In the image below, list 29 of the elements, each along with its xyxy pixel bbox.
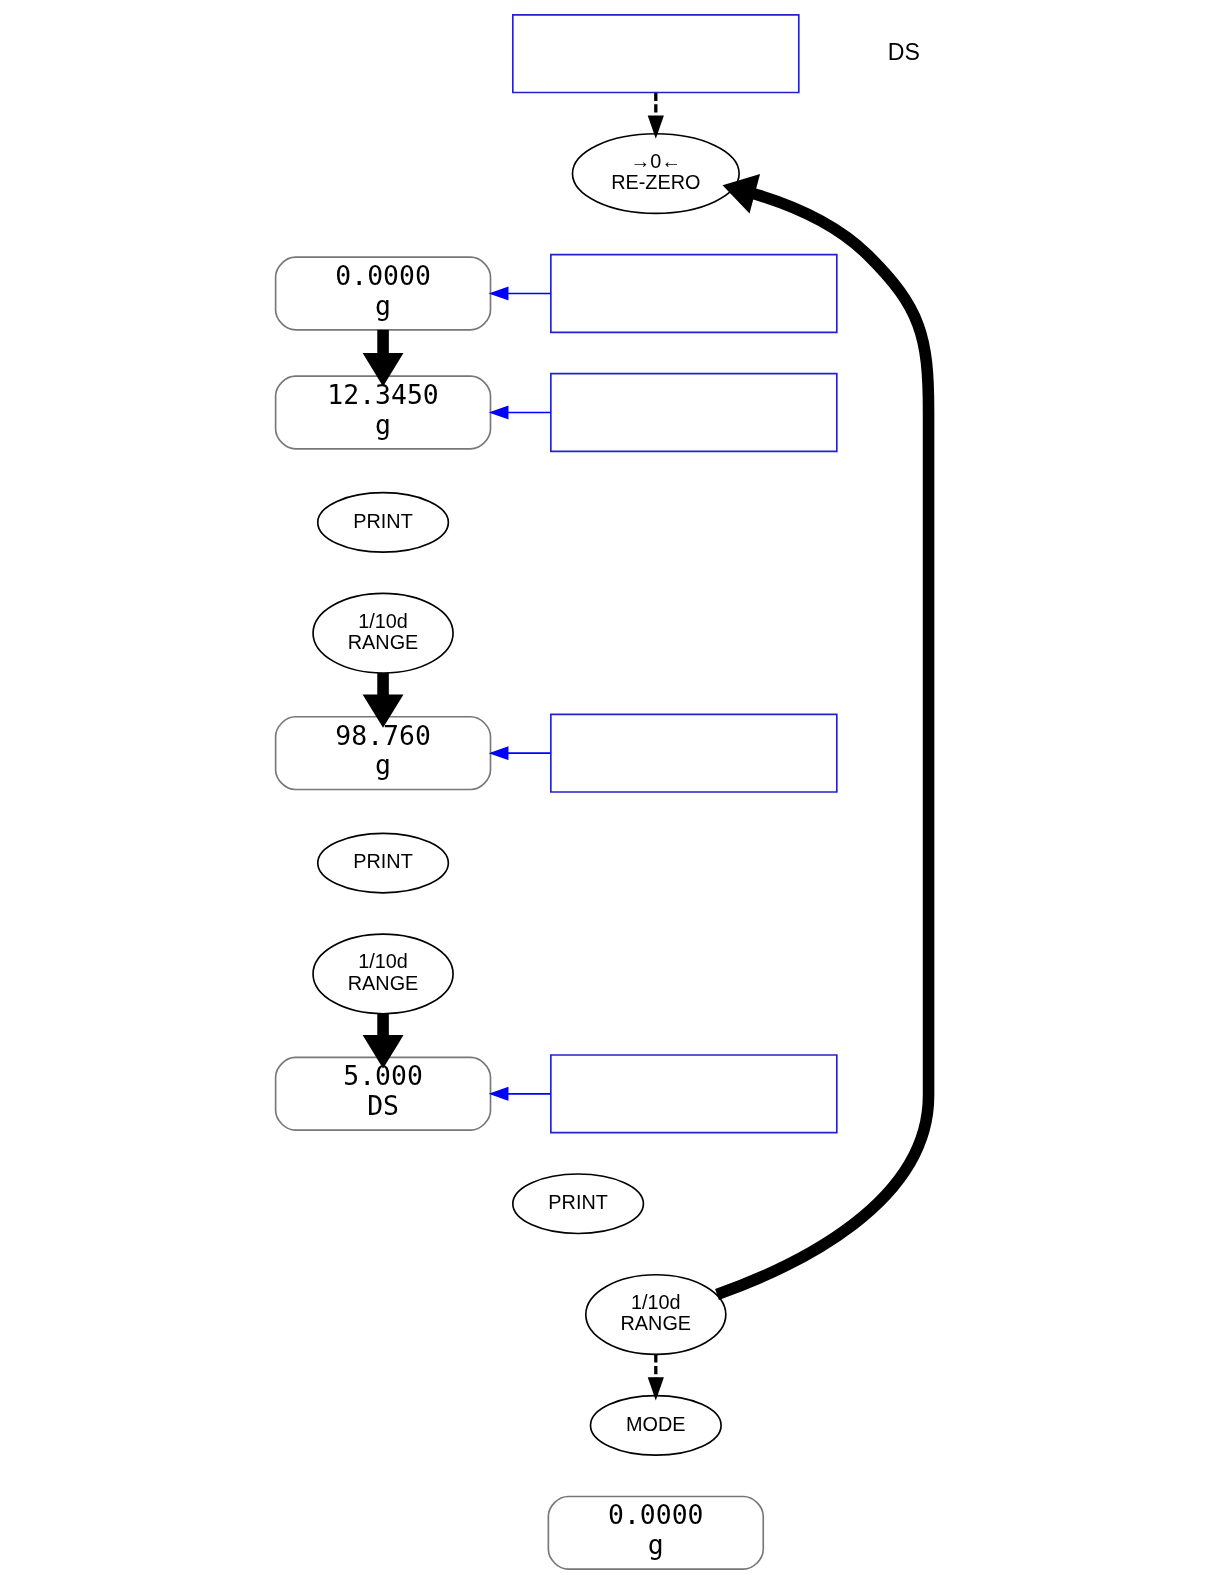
node-box: 5.000 DS — [274, 1056, 492, 1131]
node-box: 12.3450 g — [274, 375, 492, 450]
arrow — [488, 1086, 552, 1101]
arrow — [647, 1354, 664, 1401]
node-box — [550, 372, 838, 453]
label: DS — [887, 38, 920, 65]
node-ellipse: →0← RE-ZERO — [571, 132, 740, 215]
node-ellipse: PRINT — [316, 491, 450, 553]
node-ellipse: 1/10d RANGE — [584, 1273, 727, 1356]
node-box — [512, 14, 800, 94]
node-box: 0.0000 g — [547, 1495, 765, 1570]
node-ellipse: PRINT — [316, 832, 450, 894]
arrow — [362, 329, 404, 387]
node-box — [550, 253, 838, 334]
node-box — [550, 713, 838, 793]
arrow — [362, 1013, 404, 1069]
node-ellipse: PRINT — [512, 1173, 645, 1235]
node-box: 0.0000 g — [274, 256, 492, 331]
arrow — [488, 405, 552, 420]
node-ellipse: 1/10d RANGE — [312, 592, 454, 674]
node-box: 98.760 g — [274, 715, 492, 791]
node-ellipse: 1/10d RANGE — [312, 933, 454, 1015]
node-ellipse: MODE — [589, 1394, 722, 1456]
arrow — [647, 92, 664, 139]
arrow — [715, 174, 935, 1300]
arrow — [362, 673, 404, 728]
node-box — [550, 1054, 838, 1134]
arrow — [488, 746, 552, 761]
arrow — [488, 286, 552, 301]
